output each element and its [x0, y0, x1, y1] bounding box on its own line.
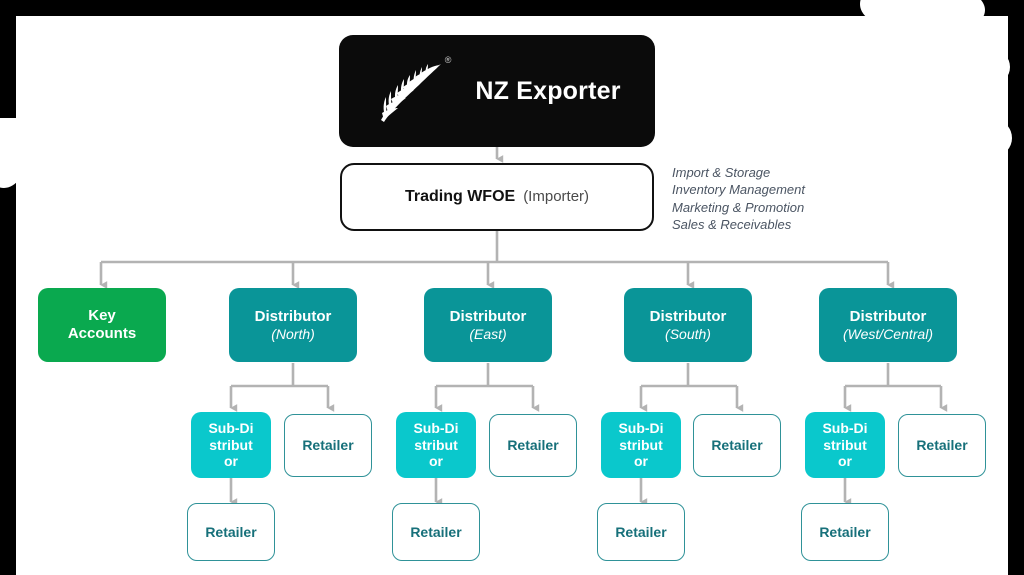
node-trading-wfoe[interactable]: Trading WFOE (Importer) — [340, 163, 654, 231]
node-sub-distributor-south[interactable]: Sub-Distributor — [601, 412, 681, 478]
retailer-label: Retailer — [410, 523, 462, 540]
silver-fern-icon: ® — [373, 54, 452, 128]
wfoe-function-item: Marketing & Promotion — [672, 199, 805, 215]
wfoe-label: Trading WFOE — [404, 188, 516, 206]
distributor-label: Distributor — [849, 307, 927, 325]
node-key-accounts[interactable]: Key Accounts — [38, 288, 166, 362]
node-distributor-west-central[interactable]: Distributor (West/Central) — [819, 288, 957, 362]
key-accounts-label-line2: Accounts — [67, 325, 137, 342]
retailer-label: Retailer — [302, 437, 354, 454]
node-distributor-north[interactable]: Distributor (North) — [229, 288, 357, 362]
node-sub-distributor-north[interactable]: Sub-Distributor — [191, 412, 271, 478]
node-distributor-east[interactable]: Distributor (East) — [424, 288, 552, 362]
wfoe-function-item: Inventory Management — [672, 182, 805, 198]
node-distributor-south[interactable]: Distributor (South) — [624, 288, 752, 362]
retailer-label: Retailer — [615, 523, 667, 540]
distributor-label: Distributor — [254, 307, 332, 325]
distributor-region: (South) — [665, 325, 711, 342]
node-retailer-south-sub[interactable]: Retailer — [597, 503, 685, 561]
distributor-label: Distributor — [649, 307, 727, 325]
distributor-region: (West/Central) — [843, 325, 933, 342]
sub-distributor-label: Sub-Distributor — [618, 419, 664, 470]
node-retailer-south-direct[interactable]: Retailer — [693, 414, 781, 477]
distributor-label: Distributor — [449, 307, 527, 325]
node-sub-distributor-west-central[interactable]: Sub-Distributor — [805, 412, 885, 478]
sub-distributor-label: Sub-Distributor — [208, 419, 254, 470]
node-retailer-north-sub[interactable]: Retailer — [187, 503, 275, 561]
node-nz-exporter[interactable]: ® NZ Exporter — [339, 35, 655, 147]
node-retailer-west-central-direct[interactable]: Retailer — [898, 414, 986, 477]
wfoe-function-item: Import & Storage — [672, 165, 771, 180]
exporter-label: NZ Exporter — [475, 77, 621, 105]
retailer-label: Retailer — [819, 523, 871, 540]
wfoe-function-item: Sales & Receivables — [672, 216, 792, 232]
retailer-label: Retailer — [916, 437, 968, 454]
sub-distributor-label: Sub-Distributor — [822, 419, 868, 470]
node-retailer-east-sub[interactable]: Retailer — [392, 503, 480, 561]
wfoe-role-label: (Importer) — [523, 188, 590, 205]
node-retailer-west-central-sub[interactable]: Retailer — [801, 503, 889, 561]
registered-trademark-icon: ® — [444, 55, 452, 65]
key-accounts-label-line1: Key — [88, 307, 116, 324]
wfoe-function-list: Import & Storage Inventory Management Ma… — [672, 164, 805, 233]
node-retailer-north-direct[interactable]: Retailer — [284, 414, 372, 477]
retailer-label: Retailer — [711, 437, 763, 454]
retailer-label: Retailer — [205, 523, 257, 540]
retailer-label: Retailer — [507, 437, 559, 454]
distributor-region: (East) — [469, 325, 507, 342]
distributor-region: (North) — [271, 325, 315, 342]
node-sub-distributor-east[interactable]: Sub-Distributor — [396, 412, 476, 478]
node-retailer-east-direct[interactable]: Retailer — [489, 414, 577, 477]
sub-distributor-label: Sub-Distributor — [413, 419, 459, 470]
